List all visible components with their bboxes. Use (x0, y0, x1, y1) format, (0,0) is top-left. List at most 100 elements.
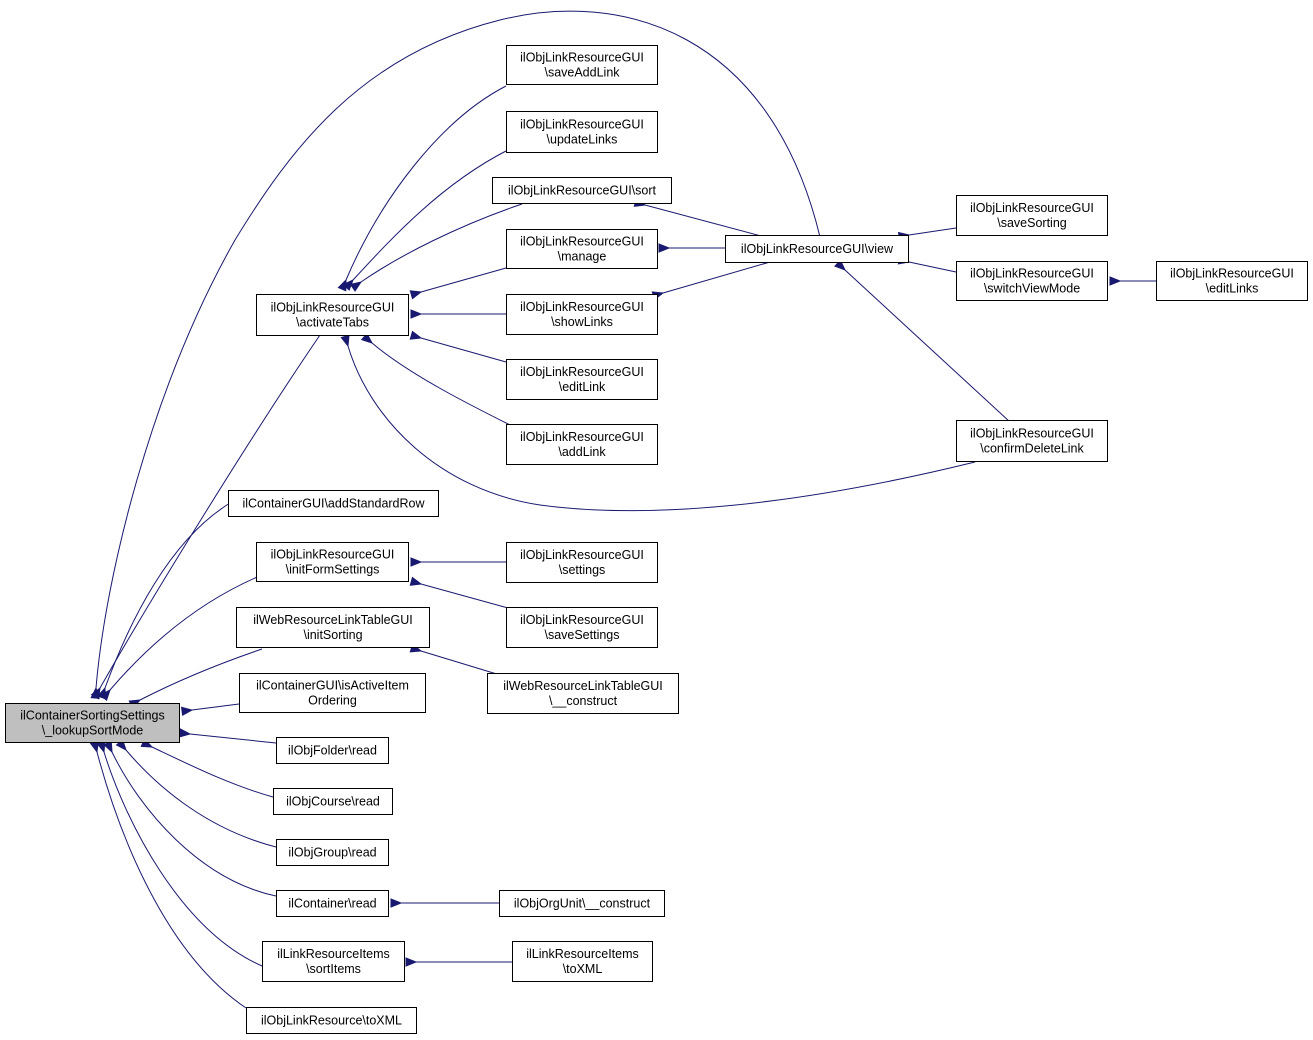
edge-folderRead-to-root (190, 734, 277, 744)
node-label-root-line-1: ilContainerSortingSettings (20, 709, 165, 723)
edge-confirmDeleteLink-to-view (845, 270, 1011, 423)
node-label-editLink-line-1: ilObjLinkResourceGUI (520, 365, 644, 379)
node-saveSorting[interactable]: ilObjLinkResourceGUI\saveSorting (956, 195, 1108, 236)
node-label-sort-line-1: ilObjLinkResourceGUI\sort (508, 184, 656, 198)
edge-courseRead-to-root (152, 747, 274, 798)
node-box-showLinks (506, 294, 658, 335)
node-resourceToXML[interactable]: ilObjLinkResource\toXML (246, 1007, 417, 1034)
node-box-containerRead (276, 890, 389, 917)
node-box-isActiveItem (239, 673, 426, 713)
edge-manage-to-activateTabs (421, 267, 507, 292)
node-label-addLink-line-2: \addLink (558, 445, 606, 459)
node-itemsToXML[interactable]: ilLinkResourceItems\toXML (512, 941, 653, 982)
node-initFormSettings[interactable]: ilObjLinkResourceGUI\initFormSettings (256, 542, 409, 582)
node-label-sortItems-line-1: ilLinkResourceItems (277, 947, 390, 961)
node-label-showLinks-line-2: \showLinks (551, 315, 613, 329)
node-box-saveSorting (956, 195, 1108, 236)
node-addStandardRow[interactable]: ilContainerGUI\addStandardRow (228, 490, 439, 517)
node-box-addLink (506, 424, 658, 465)
node-label-manage-line-1: ilObjLinkResourceGUI (520, 235, 644, 249)
node-editLinks[interactable]: ilObjLinkResourceGUI\editLinks (1156, 261, 1308, 301)
node-label-itemsToXML-line-2: \toXML (563, 962, 603, 976)
node-courseRead[interactable]: ilObjCourse\read (273, 788, 393, 815)
node-label-wrConstruct-line-2: \__construct (549, 694, 618, 708)
node-saveSettings[interactable]: ilObjLinkResourceGUI\saveSettings (506, 607, 658, 648)
node-label-showLinks-line-1: ilObjLinkResourceGUI (520, 300, 644, 314)
edge-containerRead-to-root (112, 752, 277, 897)
node-box-itemsToXML (512, 941, 653, 982)
edge-view-to-showLinks (663, 261, 771, 293)
node-label-confirmDeleteLink-line-2: \confirmDeleteLink (980, 442, 1084, 456)
node-label-isActiveItem-line-2: Ordering (308, 694, 357, 708)
node-activateTabs[interactable]: ilObjLinkResourceGUI\activateTabs (256, 294, 409, 336)
node-view[interactable]: ilObjLinkResourceGUI\view (725, 235, 909, 263)
node-confirmDeleteLink[interactable]: ilObjLinkResourceGUI\confirmDeleteLink (956, 420, 1108, 462)
edge-view-to-sort (645, 205, 766, 238)
node-addLink[interactable]: ilObjLinkResourceGUI\addLink (506, 424, 658, 465)
node-showLinks[interactable]: ilObjLinkResourceGUI\showLinks (506, 294, 658, 335)
node-label-settings-line-2: \settings (559, 563, 606, 577)
node-box-view (725, 235, 909, 263)
edge-switchViewMode-to-view (909, 262, 957, 273)
node-root[interactable]: ilContainerSortingSettings\_lookupSortMo… (5, 703, 180, 743)
node-box-addStandardRow (228, 490, 439, 517)
node-manage[interactable]: ilObjLinkResourceGUI\manage (506, 229, 658, 269)
edge-saveAddLink-to-activateTabs (346, 85, 507, 280)
node-label-saveSettings-line-2: \saveSettings (544, 628, 619, 642)
edge-updateLinks-to-activateTabs (353, 150, 507, 280)
node-box-settings (506, 542, 658, 583)
node-switchViewMode[interactable]: ilObjLinkResourceGUI\switchViewMode (956, 261, 1108, 301)
node-box-saveSettings (506, 607, 658, 648)
node-label-folderRead-line-1: ilObjFolder\read (288, 744, 377, 758)
node-containerRead[interactable]: ilContainer\read (276, 890, 389, 917)
node-box-initFormSettings (256, 542, 409, 582)
node-label-editLinks-line-1: ilObjLinkResourceGUI (1170, 267, 1294, 281)
node-label-initSorting-line-1: ilWebResourceLinkTableGUI (253, 613, 413, 627)
edge-resourceToXML-to-root (97, 752, 247, 1009)
node-sort[interactable]: ilObjLinkResourceGUI\sort (492, 177, 672, 204)
node-initSorting[interactable]: ilWebResourceLinkTableGUI\initSorting (236, 607, 430, 648)
node-editLink[interactable]: ilObjLinkResourceGUI\editLink (506, 359, 658, 400)
node-box-resourceToXML (246, 1007, 417, 1034)
node-updateLinks[interactable]: ilObjLinkResourceGUI\updateLinks (506, 111, 658, 153)
edge-initSorting-to-root (140, 648, 263, 700)
node-groupRead[interactable]: ilObjGroup\read (276, 839, 389, 866)
edge-wrConstruct-to-initSorting (421, 651, 501, 676)
node-sortItems[interactable]: ilLinkResourceItems\sortItems (262, 941, 405, 982)
node-label-manage-line-2: \manage (558, 250, 607, 264)
node-label-switchViewMode-line-2: \switchViewMode (984, 282, 1080, 296)
node-folderRead[interactable]: ilObjFolder\read (276, 737, 389, 764)
node-box-sort (492, 177, 672, 204)
node-wrConstruct[interactable]: ilWebResourceLinkTableGUI\__construct (487, 673, 679, 714)
node-box-editLinks (1156, 261, 1308, 301)
node-label-wrConstruct-line-1: ilWebResourceLinkTableGUI (503, 679, 663, 693)
node-box-groupRead (276, 839, 389, 866)
node-label-itemsToXML-line-1: ilLinkResourceItems (526, 947, 639, 961)
node-label-containerRead-line-1: ilContainer\read (288, 897, 376, 911)
node-label-orgUnitConstruct-line-1: ilObjOrgUnit\__construct (514, 897, 651, 911)
node-label-editLink-line-2: \editLink (559, 380, 606, 394)
node-saveAddLink[interactable]: ilObjLinkResourceGUI\saveAddLink (506, 45, 658, 85)
node-label-isActiveItem-line-1: ilContainerGUI\isActiveItem (256, 679, 409, 693)
node-label-updateLinks-line-1: ilObjLinkResourceGUI (520, 118, 644, 132)
node-label-saveAddLink-line-2: \saveAddLink (544, 66, 620, 80)
node-box-wrConstruct (487, 673, 679, 714)
node-box-saveAddLink (506, 45, 658, 85)
node-label-switchViewMode-line-1: ilObjLinkResourceGUI (970, 267, 1094, 281)
node-settings[interactable]: ilObjLinkResourceGUI\settings (506, 542, 658, 583)
node-orgUnitConstruct[interactable]: ilObjOrgUnit\__construct (499, 890, 665, 917)
node-label-groupRead-line-1: ilObjGroup\read (288, 846, 376, 860)
node-label-saveSettings-line-1: ilObjLinkResourceGUI (520, 613, 644, 627)
node-box-activateTabs (256, 294, 409, 336)
edge-initFormSettings-to-root (110, 574, 263, 690)
node-box-switchViewMode (956, 261, 1108, 301)
node-box-orgUnitConstruct (499, 890, 665, 917)
node-label-confirmDeleteLink-line-1: ilObjLinkResourceGUI (970, 427, 1094, 441)
edge-sortItems-to-root (104, 752, 263, 967)
edge-sort-to-activateTabs (361, 203, 523, 282)
node-label-courseRead-line-1: ilObjCourse\read (286, 795, 380, 809)
node-box-editLink (506, 359, 658, 400)
edge-activateTabs-to-root (100, 334, 321, 688)
